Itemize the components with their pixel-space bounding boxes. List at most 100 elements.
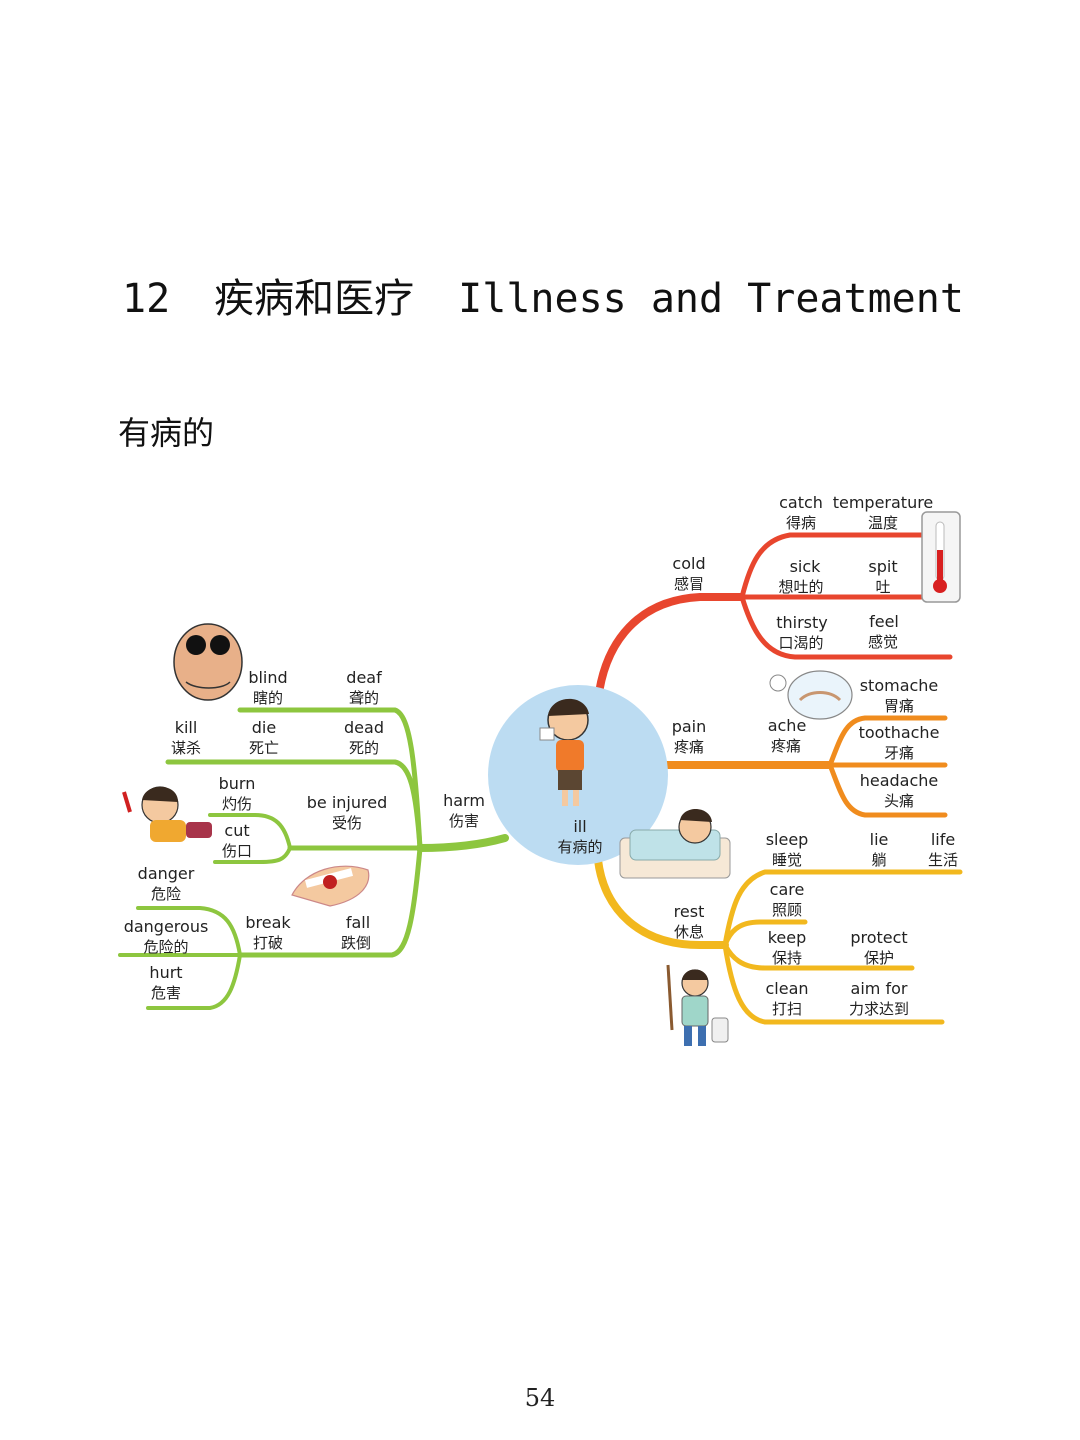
label-deaf-zh: 聋的 <box>349 689 379 707</box>
label-catch-en: catch <box>779 493 823 512</box>
branch-line-harm-danger <box>136 906 242 957</box>
labels-pain: pain 疼痛 ache 疼痛 stomache 胃痛 toothache 牙痛… <box>672 676 940 810</box>
branch-pain <box>661 715 948 818</box>
label-aim-for-en: aim for <box>851 979 908 998</box>
label-die-en: die <box>252 718 276 737</box>
label-cold-en: cold <box>672 554 705 573</box>
label-burn-en: burn <box>219 774 256 793</box>
label-spit-zh: 吐 <box>875 578 890 596</box>
label-ill-en: ill <box>573 817 586 836</box>
label-hurt-en: hurt <box>149 963 182 982</box>
old-man-sunglasses-icon <box>173 623 243 701</box>
label-blind-en: blind <box>248 668 287 687</box>
label-kill-zh: 谋杀 <box>171 739 201 757</box>
cleaning-girl-icon <box>666 964 729 1046</box>
label-cold-zh: 感冒 <box>674 575 704 593</box>
label-life-zh: 生活 <box>928 851 958 869</box>
label-ache-zh: 疼痛 <box>771 737 801 755</box>
label-aim-for-zh: 力求达到 <box>849 1000 909 1018</box>
label-clean-en: clean <box>765 979 808 998</box>
label-sleep-en: sleep <box>766 830 809 849</box>
label-die-zh: 死亡 <box>249 739 279 757</box>
label-harm-en: harm <box>443 791 485 810</box>
branch-line-harm-cut <box>213 846 292 864</box>
label-blind-zh: 瞎的 <box>253 689 283 707</box>
label-lie-zh: 躺 <box>871 851 886 869</box>
label-dangerous-zh: 危险的 <box>143 938 188 956</box>
label-toothache-zh: 牙痛 <box>884 744 914 762</box>
branch-line-rest-sleep <box>722 869 963 948</box>
label-feel-zh: 感觉 <box>868 633 898 651</box>
branch-line-harm-main <box>416 834 509 852</box>
label-clean-zh: 打扫 <box>772 1000 802 1018</box>
label-pain-zh: 疼痛 <box>674 738 704 756</box>
label-be-injured-en: be injured <box>307 793 387 812</box>
label-headache-en: headache <box>860 771 939 790</box>
branch-line-harm-burn <box>208 813 292 850</box>
page-number: 54 <box>524 1384 556 1412</box>
sleeping-child-icon <box>619 808 731 879</box>
label-rest-en: rest <box>674 902 705 921</box>
branch-rest <box>594 856 963 1025</box>
chapter-title-zh: 疾病和医疗 <box>214 276 415 322</box>
branch-cold <box>594 532 953 704</box>
label-sleep-zh: 睡觉 <box>772 851 802 869</box>
label-rest-zh: 休息 <box>674 923 704 941</box>
label-care-en: care <box>770 880 805 899</box>
label-dead-en: dead <box>344 718 384 737</box>
label-spit-en: spit <box>868 557 897 576</box>
branch-line-harm-hurt <box>146 953 242 1010</box>
label-dead-zh: 死的 <box>349 739 379 757</box>
branch-line-pain-headache <box>827 762 948 818</box>
label-thirsty-zh: 口渴的 <box>778 634 823 652</box>
label-thirsty-en: thirsty <box>776 613 828 632</box>
labels-rest: rest 休息 sleep 睡觉 lie 躺 life 生活 care 照顾 k… <box>674 830 958 1018</box>
label-dangerous-en: dangerous <box>124 917 209 936</box>
branch-line-harm-kill <box>165 759 423 851</box>
crying-girl-icon <box>122 786 212 842</box>
label-keep-zh: 保持 <box>772 949 802 967</box>
chapter-number: 12 <box>122 276 171 322</box>
branch-line-cold-main <box>594 593 746 704</box>
label-cut-en: cut <box>224 821 249 840</box>
label-hurt-zh: 危害 <box>151 984 181 1002</box>
branch-line-rest-care <box>722 919 808 948</box>
label-harm-zh: 伤害 <box>449 812 479 830</box>
label-ill-zh: 有病的 <box>557 838 602 856</box>
label-temperature-zh: 温度 <box>868 514 898 532</box>
label-care-zh: 照顾 <box>772 901 802 919</box>
label-life-en: life <box>931 830 955 849</box>
label-headache-zh: 头痛 <box>884 792 914 810</box>
label-temperature-en: temperature <box>833 493 934 512</box>
label-break-en: break <box>245 913 291 932</box>
label-burn-zh: 灼伤 <box>222 795 252 813</box>
label-danger-zh: 危险 <box>151 885 181 903</box>
label-lie-en: lie <box>870 830 889 849</box>
chapter-title-en: Illness and Treatment <box>458 276 964 322</box>
label-stomache-zh: 胃痛 <box>884 697 914 715</box>
label-cut-zh: 伤口 <box>222 842 252 860</box>
label-keep-en: keep <box>768 928 807 947</box>
branch-line-cold-catch <box>739 532 938 600</box>
branch-line-cold-thirsty <box>739 594 953 660</box>
branch-line-rest-clean <box>722 942 945 1025</box>
label-toothache-en: toothache <box>859 723 940 742</box>
label-break-zh: 打破 <box>253 934 283 952</box>
section-title: 有病的 <box>118 414 215 452</box>
label-ache-en: ache <box>768 716 807 735</box>
label-catch-zh: 得病 <box>786 514 816 532</box>
label-feel-en: feel <box>869 612 899 631</box>
label-sick-en: sick <box>790 557 822 576</box>
stomach-ache-icon <box>769 670 853 720</box>
center-label: ill 有病的 <box>557 817 602 856</box>
bandaged-hand-icon <box>291 865 370 907</box>
boy-sneezing-icon <box>539 698 589 806</box>
label-pain-en: pain <box>672 717 707 736</box>
branch-harm <box>118 707 509 1010</box>
labels-harm: harm 伤害 blind 瞎的 deaf 聋的 kill 谋杀 die 死亡 … <box>124 668 485 1002</box>
branch-line-pain-stomache <box>827 715 948 768</box>
branch-line-rest-main <box>594 856 729 949</box>
label-fall-en: fall <box>346 913 370 932</box>
label-be-injured-zh: 受伤 <box>332 814 362 832</box>
